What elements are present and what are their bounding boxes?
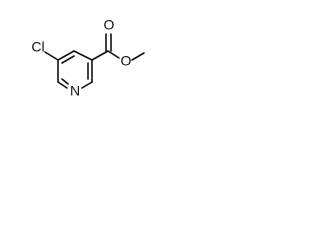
ester-oxygen-label: O <box>121 53 132 69</box>
chlorine-label: Cl <box>31 39 44 55</box>
bond-ring-carbonyl <box>91 50 109 61</box>
bond-ring-double-1 <box>61 55 75 64</box>
carbonyl-oxygen-label: O <box>104 17 115 33</box>
bond-ring-top-left <box>57 50 75 61</box>
bond-ester-methyl <box>131 52 145 61</box>
molecule-structure: Cl N O O <box>31 17 145 99</box>
ring-nitrogen-label: N <box>70 83 80 99</box>
bond-ring-bottom-left <box>57 81 68 89</box>
bond-ring-double-3 <box>61 78 69 85</box>
bond-ring-bottom-right <box>81 81 93 89</box>
bond-c-cl <box>44 51 59 61</box>
bond-ring-top-right <box>73 50 93 61</box>
structure-canvas: Cl N O O <box>0 0 150 150</box>
bond-carbonyl-ester-oxygen <box>107 50 120 59</box>
